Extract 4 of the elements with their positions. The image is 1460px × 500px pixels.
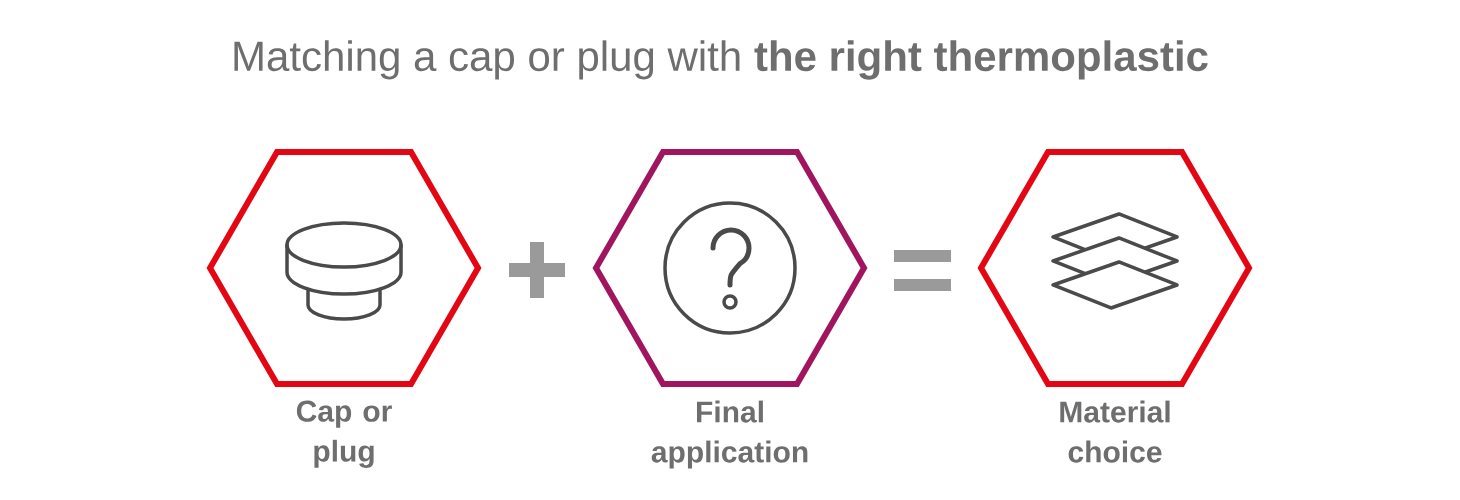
node-label: Cap or plug <box>296 400 392 468</box>
title: Matching a cap or plug with the right thermoplastic <box>234 40 1208 80</box>
node-label: Material choice <box>1060 400 1170 463</box>
node-label: Final application <box>651 400 808 469</box>
